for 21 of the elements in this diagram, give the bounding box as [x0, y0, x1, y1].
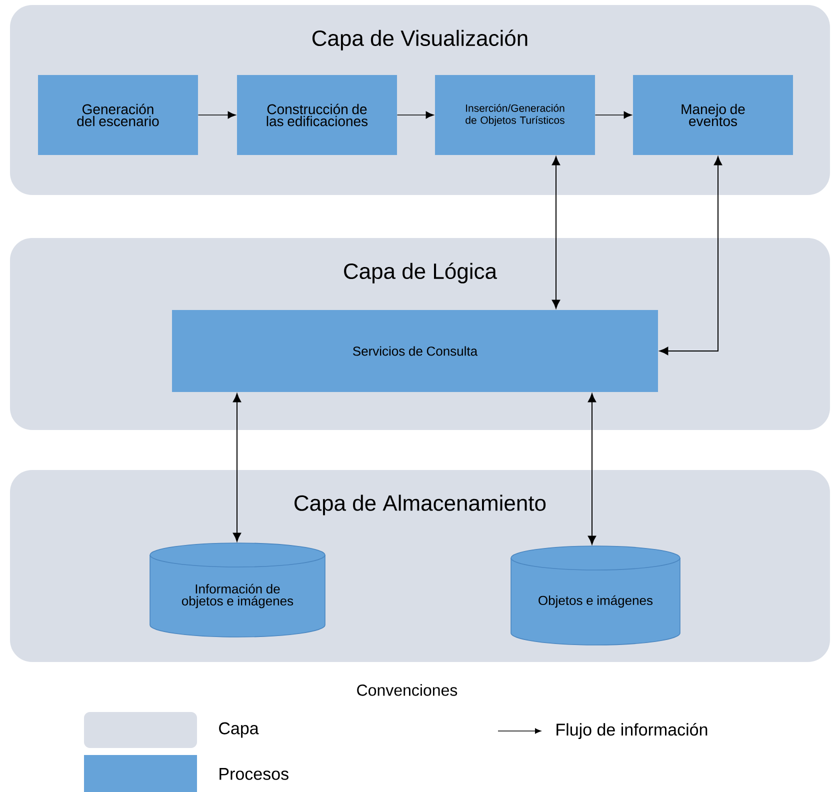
arrow [588, 393, 596, 545]
arrow [198, 111, 236, 119]
process-box: Construcción de las edificaciones [237, 75, 397, 155]
arrow [552, 156, 560, 309]
process-box: Servicios de Consulta [172, 310, 658, 392]
layer-title: Capa de Lógica [344, 262, 497, 284]
database-cylinder: Información de objetos e imágenes [150, 542, 326, 638]
process-box: Inserción/Generación de Objetos Turísticos [435, 75, 595, 155]
process-box: Manejo de eventos [633, 75, 793, 155]
legend-title: Convenciones [357, 684, 458, 696]
arrow [659, 156, 722, 356]
legend-label: Capa [219, 722, 259, 738]
arrow [594, 111, 632, 119]
legend-label: Flujo de información [556, 722, 708, 740]
layer-title: Capa de Visualización [312, 30, 528, 50]
database-cylinder: Objetos e imágenes [510, 546, 680, 646]
process-box: Generación del escenario [38, 75, 198, 155]
arrow [396, 111, 434, 119]
arrow [232, 393, 242, 542]
legend-label: Procesos [220, 768, 288, 780]
layer-title: Capa de Almacenamiento [294, 494, 546, 516]
